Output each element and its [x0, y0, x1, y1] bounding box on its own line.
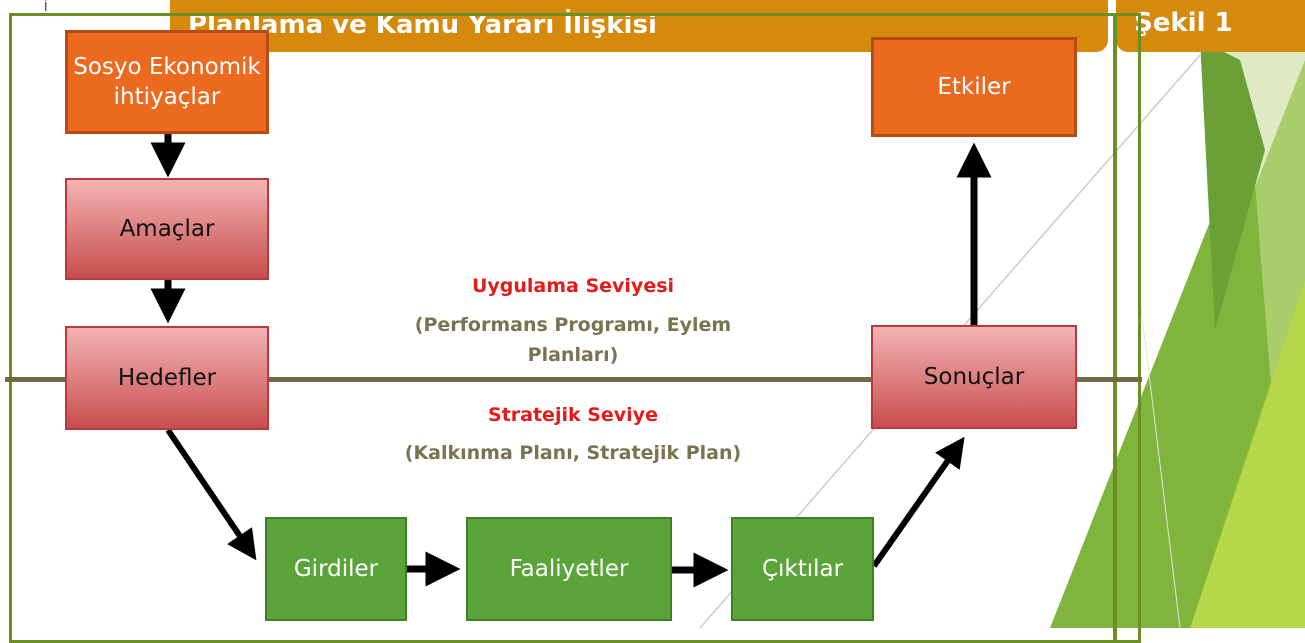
- bg-line-2: [1139, 299, 1181, 628]
- node-targets-label: Hedefler: [117, 365, 217, 391]
- node-inputs: Girdiler: [265, 517, 407, 621]
- lower-level-subtitle: (Kalkınma Planı, Stratejik Plan): [404, 442, 742, 464]
- diagram-frame-divider: [1113, 13, 1117, 643]
- lower-level-title: Stratejik Seviye: [488, 404, 658, 426]
- level-divider-line: [5, 377, 1142, 382]
- flow-arrows: [150, 134, 992, 588]
- figure-label-badge: Şekil 1: [1116, 0, 1305, 52]
- bg-facet-lime: [1190, 280, 1305, 628]
- node-activities: Faaliyetler: [466, 517, 672, 621]
- node-aims-label: Amaçlar: [119, 216, 215, 242]
- node-impacts-label: Etkiler: [937, 74, 1011, 100]
- node-socio-economic-needs: Sosyo Ekonomik ihtiyaçlar: [65, 30, 269, 134]
- node-impacts: Etkiler: [871, 37, 1077, 137]
- bg-facet-shadow: [1200, 40, 1265, 330]
- node-activities-label: Faaliyetler: [509, 556, 629, 582]
- node-outputs-label: Çıktılar: [761, 556, 844, 582]
- node-results-label: Sonuçlar: [923, 364, 1025, 390]
- corner-mark: İ: [44, 0, 48, 14]
- upper-level-title: Uygulama Seviyesi: [471, 275, 675, 297]
- arrow-targets-to-inputs: [165, 428, 257, 561]
- node-inputs-label: Girdiler: [293, 556, 379, 582]
- node-results: Sonuçlar: [871, 325, 1077, 429]
- arrow-outputs-to-results: [871, 436, 965, 568]
- node-aims: Amaçlar: [65, 178, 269, 280]
- node-targets: Hedefler: [65, 326, 269, 430]
- node-needs-label: Sosyo Ekonomik ihtiyaçlar: [73, 54, 261, 110]
- background-decoration: [699, 10, 1305, 628]
- upper-level-subtitle: (Performans Programı, Eylem Planları): [414, 314, 732, 366]
- node-outputs: Çıktılar: [731, 517, 874, 621]
